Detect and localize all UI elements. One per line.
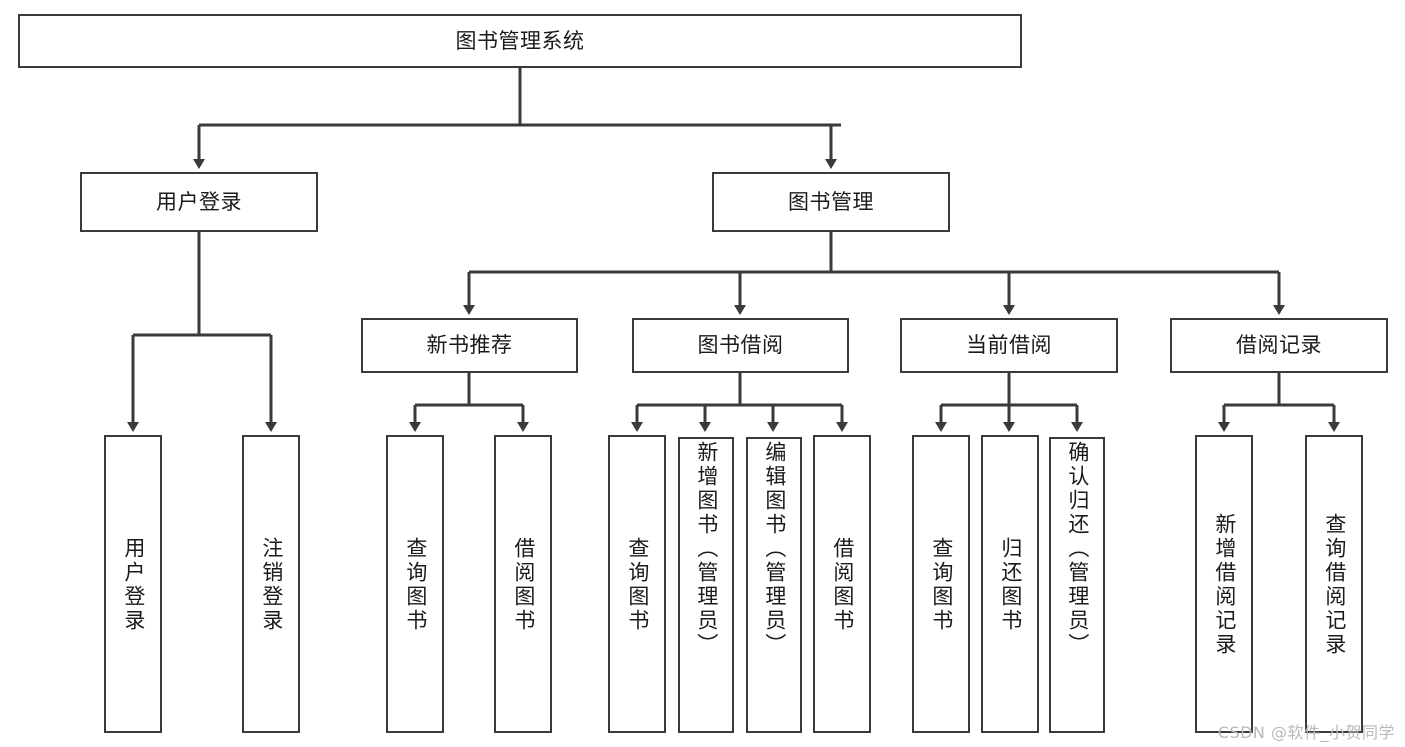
- leaf-label: 查询图书: [929, 537, 954, 633]
- leaf-query-book-current[interactable]: 查询图书: [912, 435, 970, 733]
- leaf-return-book[interactable]: 归还图书: [981, 435, 1039, 733]
- leaf-query-book-borrow[interactable]: 查询图书: [608, 435, 666, 733]
- leaf-add-book-admin[interactable]: 新增图书（管理员）: [678, 437, 734, 733]
- node-book-management[interactable]: 图书管理: [712, 172, 950, 232]
- leaf-label: 确认归还（管理员）: [1065, 441, 1090, 657]
- leaf-query-book-rec[interactable]: 查询图书: [386, 435, 444, 733]
- leaf-label: 新增图书（管理员）: [694, 441, 719, 657]
- node-label: 新书推荐: [426, 333, 513, 358]
- leaf-label: 借阅图书: [511, 537, 536, 633]
- leaf-label: 注销登录: [259, 537, 284, 633]
- leaf-label: 新增借阅记录: [1212, 513, 1237, 657]
- leaf-edit-book-admin[interactable]: 编辑图书（管理员）: [746, 437, 802, 733]
- leaf-label: 用户登录: [121, 537, 146, 633]
- node-book-borrow[interactable]: 图书借阅: [632, 318, 849, 373]
- node-label: 用户登录: [156, 189, 242, 214]
- leaf-label: 归还图书: [998, 537, 1023, 633]
- leaf-label: 借阅图书: [830, 537, 855, 633]
- leaf-label: 查询图书: [403, 537, 428, 633]
- leaf-borrow-book[interactable]: 借阅图书: [813, 435, 871, 733]
- leaf-add-borrow-record[interactable]: 新增借阅记录: [1195, 435, 1253, 733]
- node-root-system[interactable]: 图书管理系统: [18, 14, 1022, 68]
- node-label: 当前借阅: [966, 333, 1052, 358]
- csdn-watermark: CSDN @软件_小贺同学: [1217, 723, 1395, 742]
- node-label: 借阅记录: [1236, 333, 1322, 358]
- leaf-label: 编辑图书（管理员）: [762, 441, 787, 657]
- leaf-user-login[interactable]: 用户登录: [104, 435, 162, 733]
- node-label: 图书管理系统: [455, 28, 585, 53]
- node-current-borrow[interactable]: 当前借阅: [900, 318, 1118, 373]
- leaf-logout[interactable]: 注销登录: [242, 435, 300, 733]
- node-new-book-recommend[interactable]: 新书推荐: [361, 318, 578, 373]
- node-user-login[interactable]: 用户登录: [80, 172, 318, 232]
- node-label: 图书借阅: [697, 333, 784, 358]
- node-label: 图书管理: [788, 189, 874, 214]
- leaf-confirm-return-admin[interactable]: 确认归还（管理员）: [1049, 437, 1105, 733]
- node-borrow-record[interactable]: 借阅记录: [1170, 318, 1388, 373]
- leaf-label: 查询借阅记录: [1322, 513, 1347, 657]
- leaf-query-borrow-record[interactable]: 查询借阅记录: [1305, 435, 1363, 733]
- leaf-borrow-book-rec[interactable]: 借阅图书: [494, 435, 552, 733]
- leaf-label: 查询图书: [625, 537, 650, 633]
